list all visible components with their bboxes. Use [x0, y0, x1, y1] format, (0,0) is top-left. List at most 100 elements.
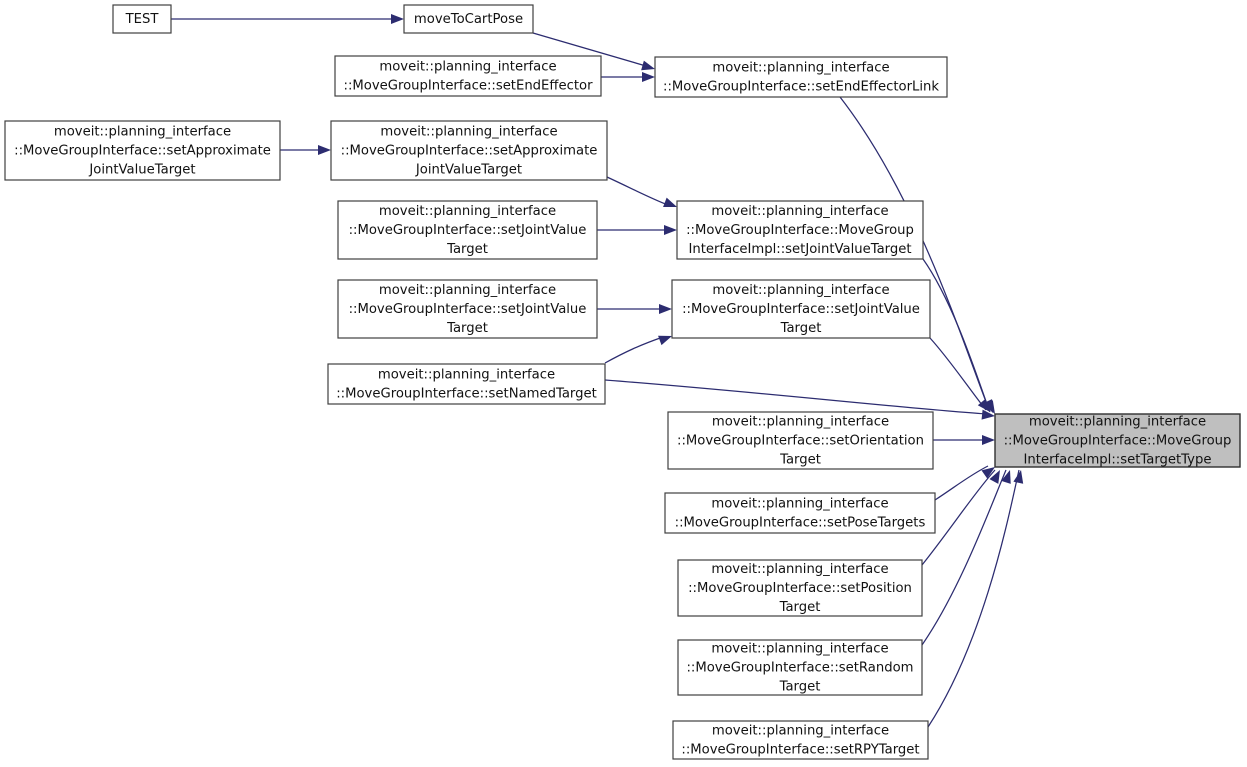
node-label-line: moveit::planning_interface [711, 497, 888, 512]
node-label-line: moveit::planning_interface [379, 60, 556, 75]
graph-node-set-random-target[interactable]: moveit::planning_interface::MoveGroupInt… [677, 639, 923, 696]
node-label-line: ::MoveGroupInterface::setNamedTarget [336, 387, 597, 402]
node-box[interactable] [330, 120, 608, 181]
graph-node-set-position-target[interactable]: moveit::planning_interface::MoveGroupInt… [677, 559, 923, 617]
call-edge [606, 176, 669, 206]
call-edge [604, 379, 987, 415]
node-label-line: moveit::planning_interface [711, 562, 888, 577]
node-box[interactable] [112, 4, 172, 34]
arrowhead-icon [663, 197, 677, 208]
node-label-line: InterfaceImpl::setJointValueTarget [688, 242, 911, 257]
graph-node-set-joint-value-target-a[interactable]: moveit::planning_interface::MoveGroupInt… [337, 200, 598, 260]
node-label-line: moveit::planning_interface [712, 61, 889, 76]
node-label-line: ::MoveGroupInterface::MoveGroup [1004, 434, 1232, 449]
arrowhead-icon [641, 60, 655, 71]
node-label-line: ::MoveGroupInterface::setJointValue [682, 302, 920, 317]
node-label-line: Target [446, 242, 488, 257]
arrowhead-icon [981, 409, 995, 420]
arrowhead-icon [1001, 470, 1011, 484]
node-label-line: moveit::planning_interface [379, 283, 556, 298]
node-box[interactable] [403, 4, 534, 34]
graph-node-set-pose-targets[interactable]: moveit::planning_interface::MoveGroupInt… [664, 492, 936, 534]
graph-node-set-target-type[interactable]: moveit::planning_interface::MoveGroupInt… [994, 413, 1241, 468]
node-box[interactable] [4, 120, 281, 181]
node-label-line: ::MoveGroupInterface::setRandom [686, 661, 913, 676]
node-label-line: moveit::planning_interface [712, 283, 889, 298]
graph-node-set-rpy-target[interactable]: moveit::planning_interface::MoveGroupInt… [672, 720, 929, 760]
arrowhead-icon [658, 335, 672, 346]
graph-node-set-named-target[interactable]: moveit::planning_interface::MoveGroupInt… [327, 363, 606, 405]
arrowhead-icon [982, 435, 995, 445]
node-label-line: ::MoveGroupInterface::MoveGroup [686, 223, 914, 238]
node-box[interactable] [654, 56, 948, 98]
node-label-line: ::MoveGroupInterface::setPoseTargets [675, 516, 926, 531]
edges-layer [171, 18, 1020, 728]
node-box[interactable] [337, 279, 598, 339]
node-label-line: ::MoveGroupInterface::setOrientation [677, 434, 924, 449]
node-label-line: ::MoveGroupInterface::setJointValue [349, 223, 587, 238]
node-box[interactable] [671, 279, 931, 339]
node-label-line: TEST [125, 12, 160, 27]
arrowhead-icon [318, 145, 331, 155]
graph-node-set-joint-value-target-c[interactable]: moveit::planning_interface::MoveGroupInt… [671, 279, 931, 339]
node-label-line: Target [446, 321, 488, 336]
arrowhead-icon [391, 14, 404, 24]
graph-node-set-orientation-target[interactable]: moveit::planning_interface::MoveGroupInt… [667, 411, 934, 470]
node-label-line: ::MoveGroupInterface::setPosition [688, 581, 912, 596]
node-label-line: moveit::planning_interface [379, 204, 556, 219]
arrowhead-icon [989, 470, 1000, 484]
node-label-line: JointValueTarget [88, 163, 195, 178]
node-label-line: moveit::planning_interface [1029, 415, 1206, 430]
node-label-line: ::MoveGroupInterface::setApproximate [14, 144, 271, 159]
arrowhead-icon [977, 398, 990, 412]
graph-node-set-joint-value-target-b[interactable]: moveit::planning_interface::MoveGroupInt… [337, 279, 598, 339]
arrowhead-icon [659, 304, 672, 314]
graph-node-set-approximate-joint-value-target-right[interactable]: moveit::planning_interface::MoveGroupInt… [330, 120, 608, 181]
nodes-layer: TEST moveToCartPosemoveit::planning_inter… [4, 4, 1241, 760]
node-label-line: moveToCartPose [414, 12, 523, 27]
node-box[interactable] [667, 411, 934, 470]
node-label-line: moveit::planning_interface [54, 125, 231, 140]
node-label-line: Target [780, 321, 822, 336]
call-edge [934, 465, 989, 501]
node-label-line: ::MoveGroupInterface::setJointValue [349, 302, 587, 317]
graph-node-test[interactable]: TEST [112, 4, 172, 34]
node-box[interactable] [337, 200, 598, 260]
call-edge [927, 469, 1020, 728]
node-label-line: Target [779, 600, 821, 615]
node-box[interactable] [676, 200, 924, 260]
node-label-line: ::MoveGroupInterface::setEndEffectorLink [663, 80, 939, 95]
call-edge [532, 32, 647, 67]
node-box[interactable] [994, 413, 1241, 468]
arrowhead-icon [981, 467, 995, 479]
graph-node-set-end-effector[interactable]: moveit::planning_interface::MoveGroupInt… [334, 55, 602, 97]
call-edge [921, 469, 1007, 646]
node-label-line: moveit::planning_interface [712, 724, 889, 739]
node-label-line: ::MoveGroupInterface::setRPYTarget [681, 743, 919, 758]
node-label-line: moveit::planning_interface [711, 204, 888, 219]
graph-node-impl-set-joint-value-target[interactable]: moveit::planning_interface::MoveGroupInt… [676, 200, 924, 260]
node-label-line: ::MoveGroupInterface::setApproximate [341, 144, 598, 159]
node-label-line: Target [779, 453, 821, 468]
node-label-line: Target [779, 680, 821, 695]
node-box[interactable] [664, 492, 936, 534]
node-label-line: ::MoveGroupInterface::setEndEffector [344, 79, 594, 94]
call-edge [604, 336, 664, 364]
node-label-line: InterfaceImpl::setTargetType [1024, 453, 1212, 468]
graph-node-move-to-cart-pose[interactable]: moveToCartPose [403, 4, 534, 34]
node-label-line: moveit::planning_interface [380, 125, 557, 140]
graph-node-set-end-effector-link[interactable]: moveit::planning_interface::MoveGroupInt… [654, 56, 948, 98]
node-box[interactable] [334, 55, 602, 97]
call-edge [929, 337, 987, 411]
node-box[interactable] [677, 639, 923, 696]
arrowheads-layer [318, 14, 1024, 484]
node-box[interactable] [327, 363, 606, 405]
node-label-line: moveit::planning_interface [378, 368, 555, 383]
graph-node-set-approximate-joint-value-target-left[interactable]: moveit::planning_interface::MoveGroupInt… [4, 120, 281, 181]
node-box[interactable] [677, 559, 923, 617]
node-label-line: JointValueTarget [415, 163, 522, 178]
arrowhead-icon [664, 225, 677, 235]
node-box[interactable] [672, 720, 929, 760]
